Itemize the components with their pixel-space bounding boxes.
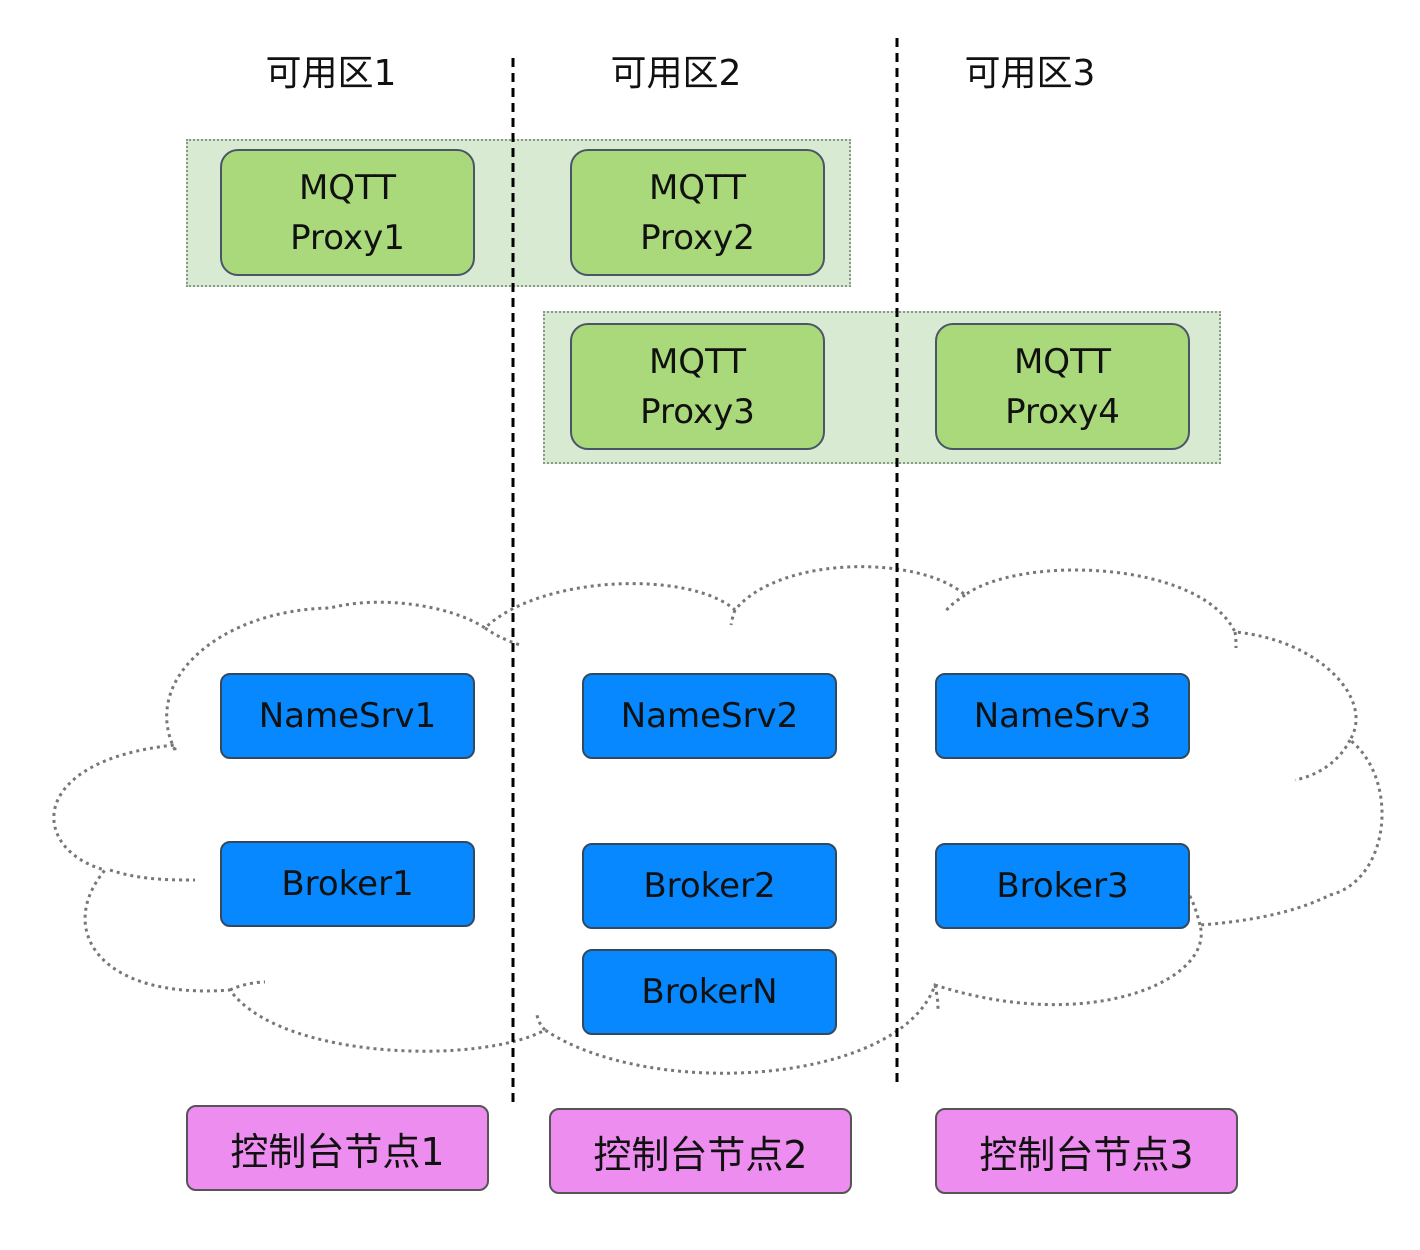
- cloud-inner-arc-6: [1233, 631, 1238, 649]
- broker-n: BrokerN: [582, 949, 837, 1035]
- mqtt-proxy-4: MQTT Proxy4: [935, 323, 1190, 450]
- broker-2: Broker2: [582, 843, 837, 929]
- broker-2-label: Broker2: [643, 866, 776, 906]
- proxy-3-line1: MQTT: [648, 341, 747, 382]
- cloud-inner-arc-4: [729, 609, 737, 626]
- namesrv-3: NameSrv3: [935, 673, 1190, 759]
- zone-title-1: 可用区1: [265, 53, 397, 94]
- cloud-inner-arc-9: [933, 984, 940, 1011]
- cloud-inner-arc-10: [535, 1014, 547, 1032]
- console-node-3-label: 控制台节点3: [979, 1132, 1194, 1177]
- cloud-inner-arc-5: [943, 593, 966, 613]
- proxy-4-line2: Proxy4: [1005, 391, 1120, 432]
- namesrv-3-label: NameSrv3: [973, 696, 1152, 736]
- broker-1: Broker1: [220, 841, 475, 927]
- broker-1-label: Broker1: [281, 864, 414, 904]
- cloud-inner-arc-7: [1294, 739, 1352, 782]
- mqtt-proxy-3: MQTT Proxy3: [570, 323, 825, 450]
- mqtt-proxy-2: MQTT Proxy2: [570, 149, 825, 276]
- console-node-1: 控制台节点1: [186, 1105, 489, 1191]
- proxy-4-line1: MQTT: [1013, 341, 1112, 382]
- namesrv-1-label: NameSrv1: [258, 696, 437, 736]
- console-node-2-label: 控制台节点2: [593, 1132, 808, 1177]
- proxy-3-line2: Proxy3: [640, 391, 755, 432]
- namesrv-2-label: NameSrv2: [620, 696, 799, 736]
- proxy-2-line2: Proxy2: [640, 217, 755, 258]
- console-node-1-label: 控制台节点1: [230, 1129, 445, 1174]
- cloud-inner-arc-2: [229, 980, 266, 992]
- proxy-1-line1: MQTT: [298, 167, 397, 208]
- zone-title-3: 可用区3: [964, 53, 1096, 94]
- proxy-2-line1: MQTT: [648, 167, 747, 208]
- namesrv-1: NameSrv1: [220, 673, 475, 759]
- mqtt-proxy-1: MQTT Proxy1: [220, 149, 475, 276]
- zone-title-2: 可用区2: [610, 53, 742, 94]
- namesrv-2: NameSrv2: [582, 673, 837, 759]
- broker-3-label: Broker3: [996, 866, 1129, 906]
- cloud-inner-arc-3: [484, 626, 521, 647]
- broker-3: Broker3: [935, 843, 1190, 929]
- cloud-inner-arc-1: [109, 868, 196, 882]
- proxy-1-line2: Proxy1: [290, 217, 405, 258]
- console-node-3: 控制台节点3: [935, 1108, 1238, 1194]
- broker-n-label: BrokerN: [641, 972, 778, 1012]
- console-node-2: 控制台节点2: [549, 1108, 852, 1194]
